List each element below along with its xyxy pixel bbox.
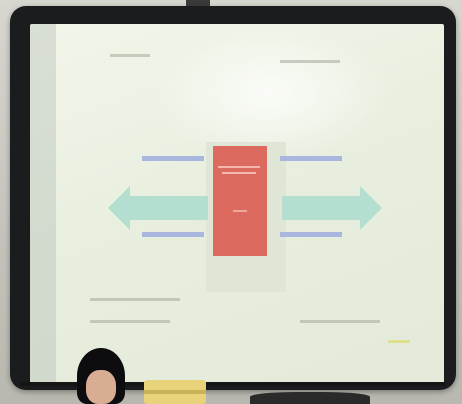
left-arrow	[108, 186, 208, 230]
shadow-strip	[30, 24, 56, 384]
red-box-text-line	[222, 172, 256, 174]
board-bottom-edge	[20, 382, 446, 386]
red-box-text-line	[233, 210, 247, 212]
faint-yellow-mark	[388, 340, 410, 343]
projected-slide	[30, 24, 444, 384]
board-mount	[186, 0, 210, 8]
person-face	[86, 370, 116, 404]
faint-text	[90, 298, 180, 301]
top-left-bar	[142, 156, 204, 161]
faint-text	[90, 320, 170, 323]
dark-object	[250, 392, 370, 404]
red-box-text-line	[218, 166, 260, 168]
yellow-object	[144, 380, 206, 404]
right-arrow	[282, 186, 382, 230]
projector-glare	[150, 24, 390, 164]
top-right-bar	[280, 156, 342, 161]
faint-text	[280, 60, 340, 63]
bottom-right-bar	[280, 232, 342, 237]
faint-text	[300, 320, 380, 323]
red-central-box	[213, 146, 267, 256]
bottom-left-bar	[142, 232, 204, 237]
faint-text	[110, 54, 150, 57]
